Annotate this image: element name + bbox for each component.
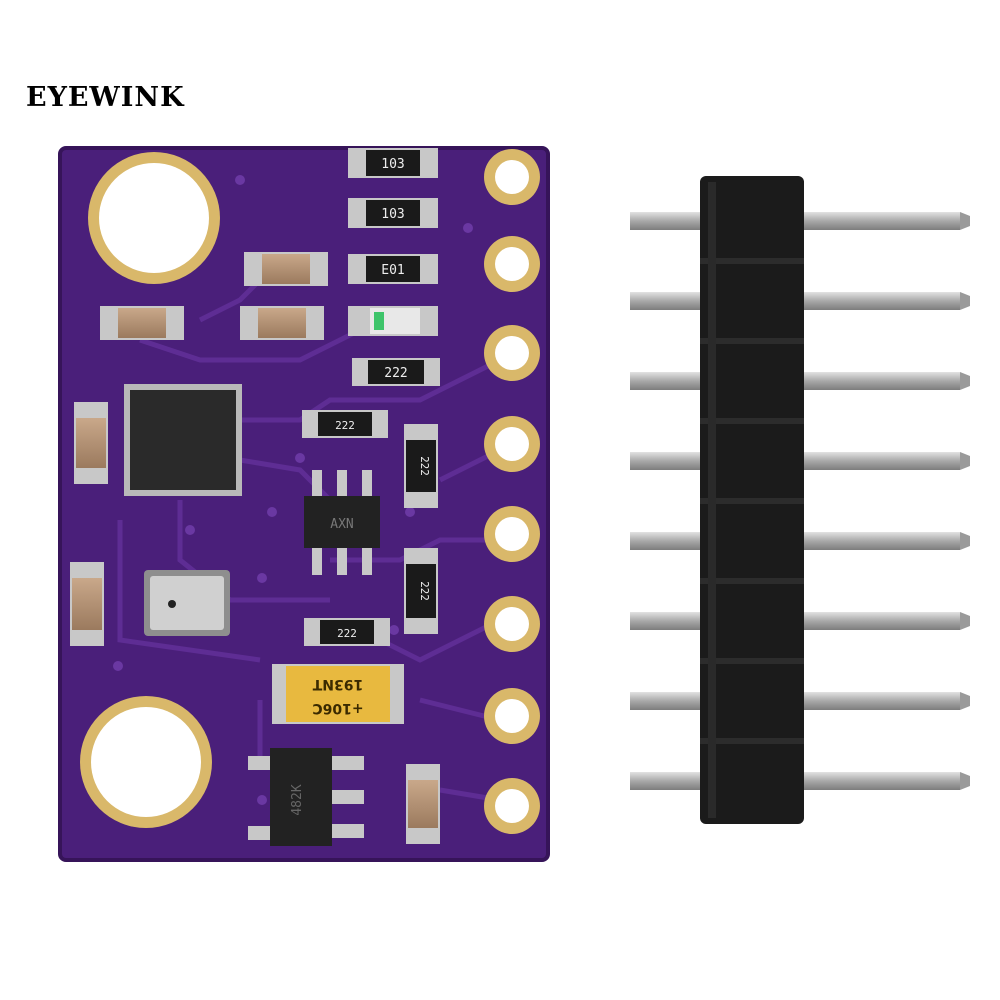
svg-text:222: 222 bbox=[337, 627, 357, 640]
header-pin bbox=[630, 452, 970, 470]
edge-pad bbox=[484, 778, 540, 834]
tantalum-capacitor: 193NT +106C bbox=[272, 664, 404, 724]
svg-text:222: 222 bbox=[418, 456, 431, 476]
capacitor-1 bbox=[244, 252, 328, 286]
svg-text:103: 103 bbox=[381, 207, 404, 222]
header-pin bbox=[630, 212, 970, 230]
transistor-sot23: AXN bbox=[304, 470, 380, 575]
capacitor-2 bbox=[100, 306, 184, 340]
resistor-5: 222 bbox=[302, 410, 388, 438]
header-pin bbox=[630, 612, 970, 630]
pressure-sensor bbox=[144, 570, 230, 636]
header-pins bbox=[630, 212, 970, 790]
svg-text:222: 222 bbox=[418, 581, 431, 601]
sensor-chip-qfn bbox=[124, 384, 242, 496]
pcb-vias bbox=[113, 175, 473, 805]
resistor-1: 103 bbox=[348, 148, 438, 178]
svg-text:482K: 482K bbox=[290, 784, 305, 815]
capacitor-6 bbox=[406, 764, 440, 844]
svg-text:222: 222 bbox=[384, 366, 407, 381]
mounting-hole-bottom bbox=[80, 696, 212, 828]
header-pin bbox=[630, 292, 970, 310]
brand-logo: EYEWINK bbox=[26, 82, 185, 113]
mounting-hole-top bbox=[88, 152, 220, 284]
header-plastic-body bbox=[700, 176, 804, 824]
edge-pads bbox=[484, 149, 540, 834]
resistor-4: 222 bbox=[352, 358, 440, 386]
svg-text:AXN: AXN bbox=[330, 517, 353, 532]
svg-text:193NT: 193NT bbox=[312, 676, 363, 692]
svg-text:103: 103 bbox=[381, 157, 404, 172]
capacitor-3 bbox=[240, 306, 324, 340]
edge-pad bbox=[484, 596, 540, 652]
svg-text:222: 222 bbox=[335, 419, 355, 432]
header-pin bbox=[630, 772, 970, 790]
voltage-regulator: 482K bbox=[248, 748, 364, 846]
svg-text:E01: E01 bbox=[381, 263, 404, 278]
pcb-board: 103 103 E01 222 222 bbox=[58, 146, 550, 862]
svg-text:+106C: +106C bbox=[312, 700, 363, 716]
header-pin bbox=[630, 692, 970, 710]
resistor-2: 103 bbox=[348, 198, 438, 228]
pcb-edge bbox=[58, 146, 550, 862]
edge-pad bbox=[484, 236, 540, 292]
header-pin bbox=[630, 532, 970, 550]
edge-pad bbox=[484, 325, 540, 381]
resistor-3: E01 bbox=[348, 254, 438, 284]
resistor-7: 222 bbox=[404, 548, 438, 634]
capacitor-4 bbox=[74, 402, 108, 484]
edge-pad bbox=[484, 688, 540, 744]
header-pin bbox=[630, 372, 970, 390]
pin-header-8 bbox=[630, 176, 970, 824]
capacitor-5 bbox=[70, 562, 104, 646]
resistor-6: 222 bbox=[404, 424, 438, 508]
resistor-8: 222 bbox=[304, 618, 390, 646]
status-led bbox=[348, 306, 438, 336]
edge-pad bbox=[484, 149, 540, 205]
edge-pad bbox=[484, 506, 540, 562]
edge-pad bbox=[484, 416, 540, 472]
